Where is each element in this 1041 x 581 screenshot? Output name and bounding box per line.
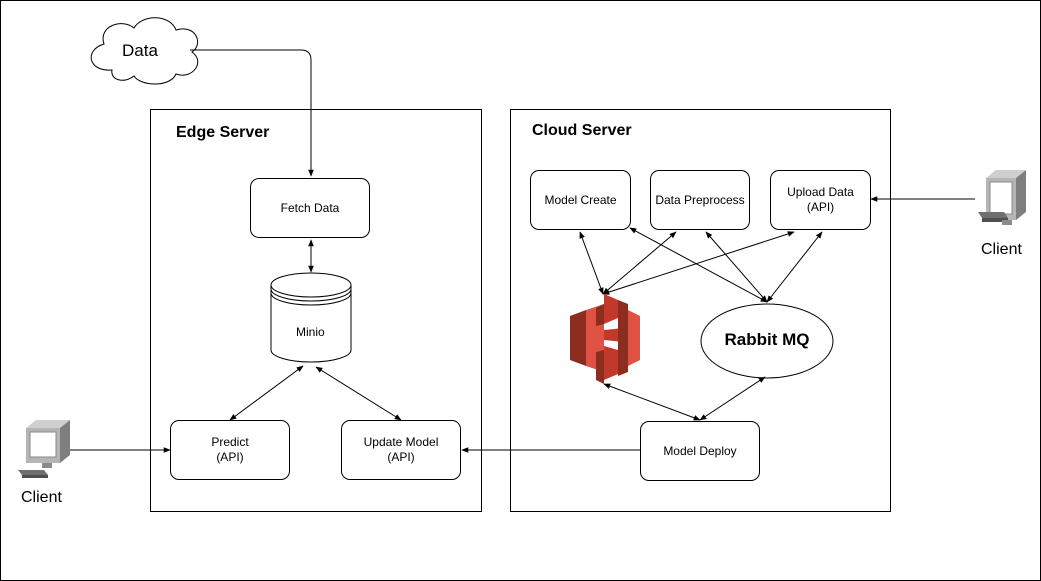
create-mq-arrow — [629, 227, 768, 303]
minio-update-arrow — [315, 366, 402, 421]
create-s3-arrow — [579, 231, 604, 295]
data-cloud-label: Data — [122, 41, 158, 60]
model-create-box: Model Create — [530, 170, 631, 230]
upload-mq-arrow — [766, 231, 823, 303]
update-model-api-box: Update Model (API) — [341, 420, 461, 480]
desktop-computer-icon — [978, 170, 1026, 225]
client-left-label: Client — [21, 489, 62, 506]
data-preprocess-box: Data Preprocess — [650, 170, 750, 230]
desktop-computer-icon — [18, 420, 70, 478]
client-right-label: Client — [981, 241, 1022, 258]
upload-data-api-box: Upload Data (API) — [770, 170, 871, 230]
s3-deploy-arrow — [603, 383, 701, 421]
model-deploy-box: Model Deploy — [640, 421, 760, 481]
minio-cylinder — [270, 272, 352, 363]
minio-predict-arrow — [229, 365, 304, 421]
minio-label: Minio — [296, 325, 325, 339]
upload-s3-arrow — [602, 231, 795, 295]
preprocess-s3-arrow — [602, 231, 677, 295]
preprocess-mq-arrow — [705, 231, 768, 303]
rabbit-mq-ellipse — [700, 303, 834, 379]
data-to-fetch-arrow — [190, 49, 314, 177]
data-cloud-shape — [90, 17, 199, 85]
cloud-server-title: Cloud Server — [532, 122, 632, 139]
fetch-data-box: Fetch Data — [250, 178, 370, 238]
edge-server-title: Edge Server — [176, 124, 270, 141]
mq-deploy-arrow — [699, 376, 766, 421]
rabbit-mq-label: Rabbit MQ — [724, 330, 810, 349]
aws-s3-bucket-icon — [570, 294, 640, 384]
predict-api-box: Predict (API) — [170, 420, 290, 480]
